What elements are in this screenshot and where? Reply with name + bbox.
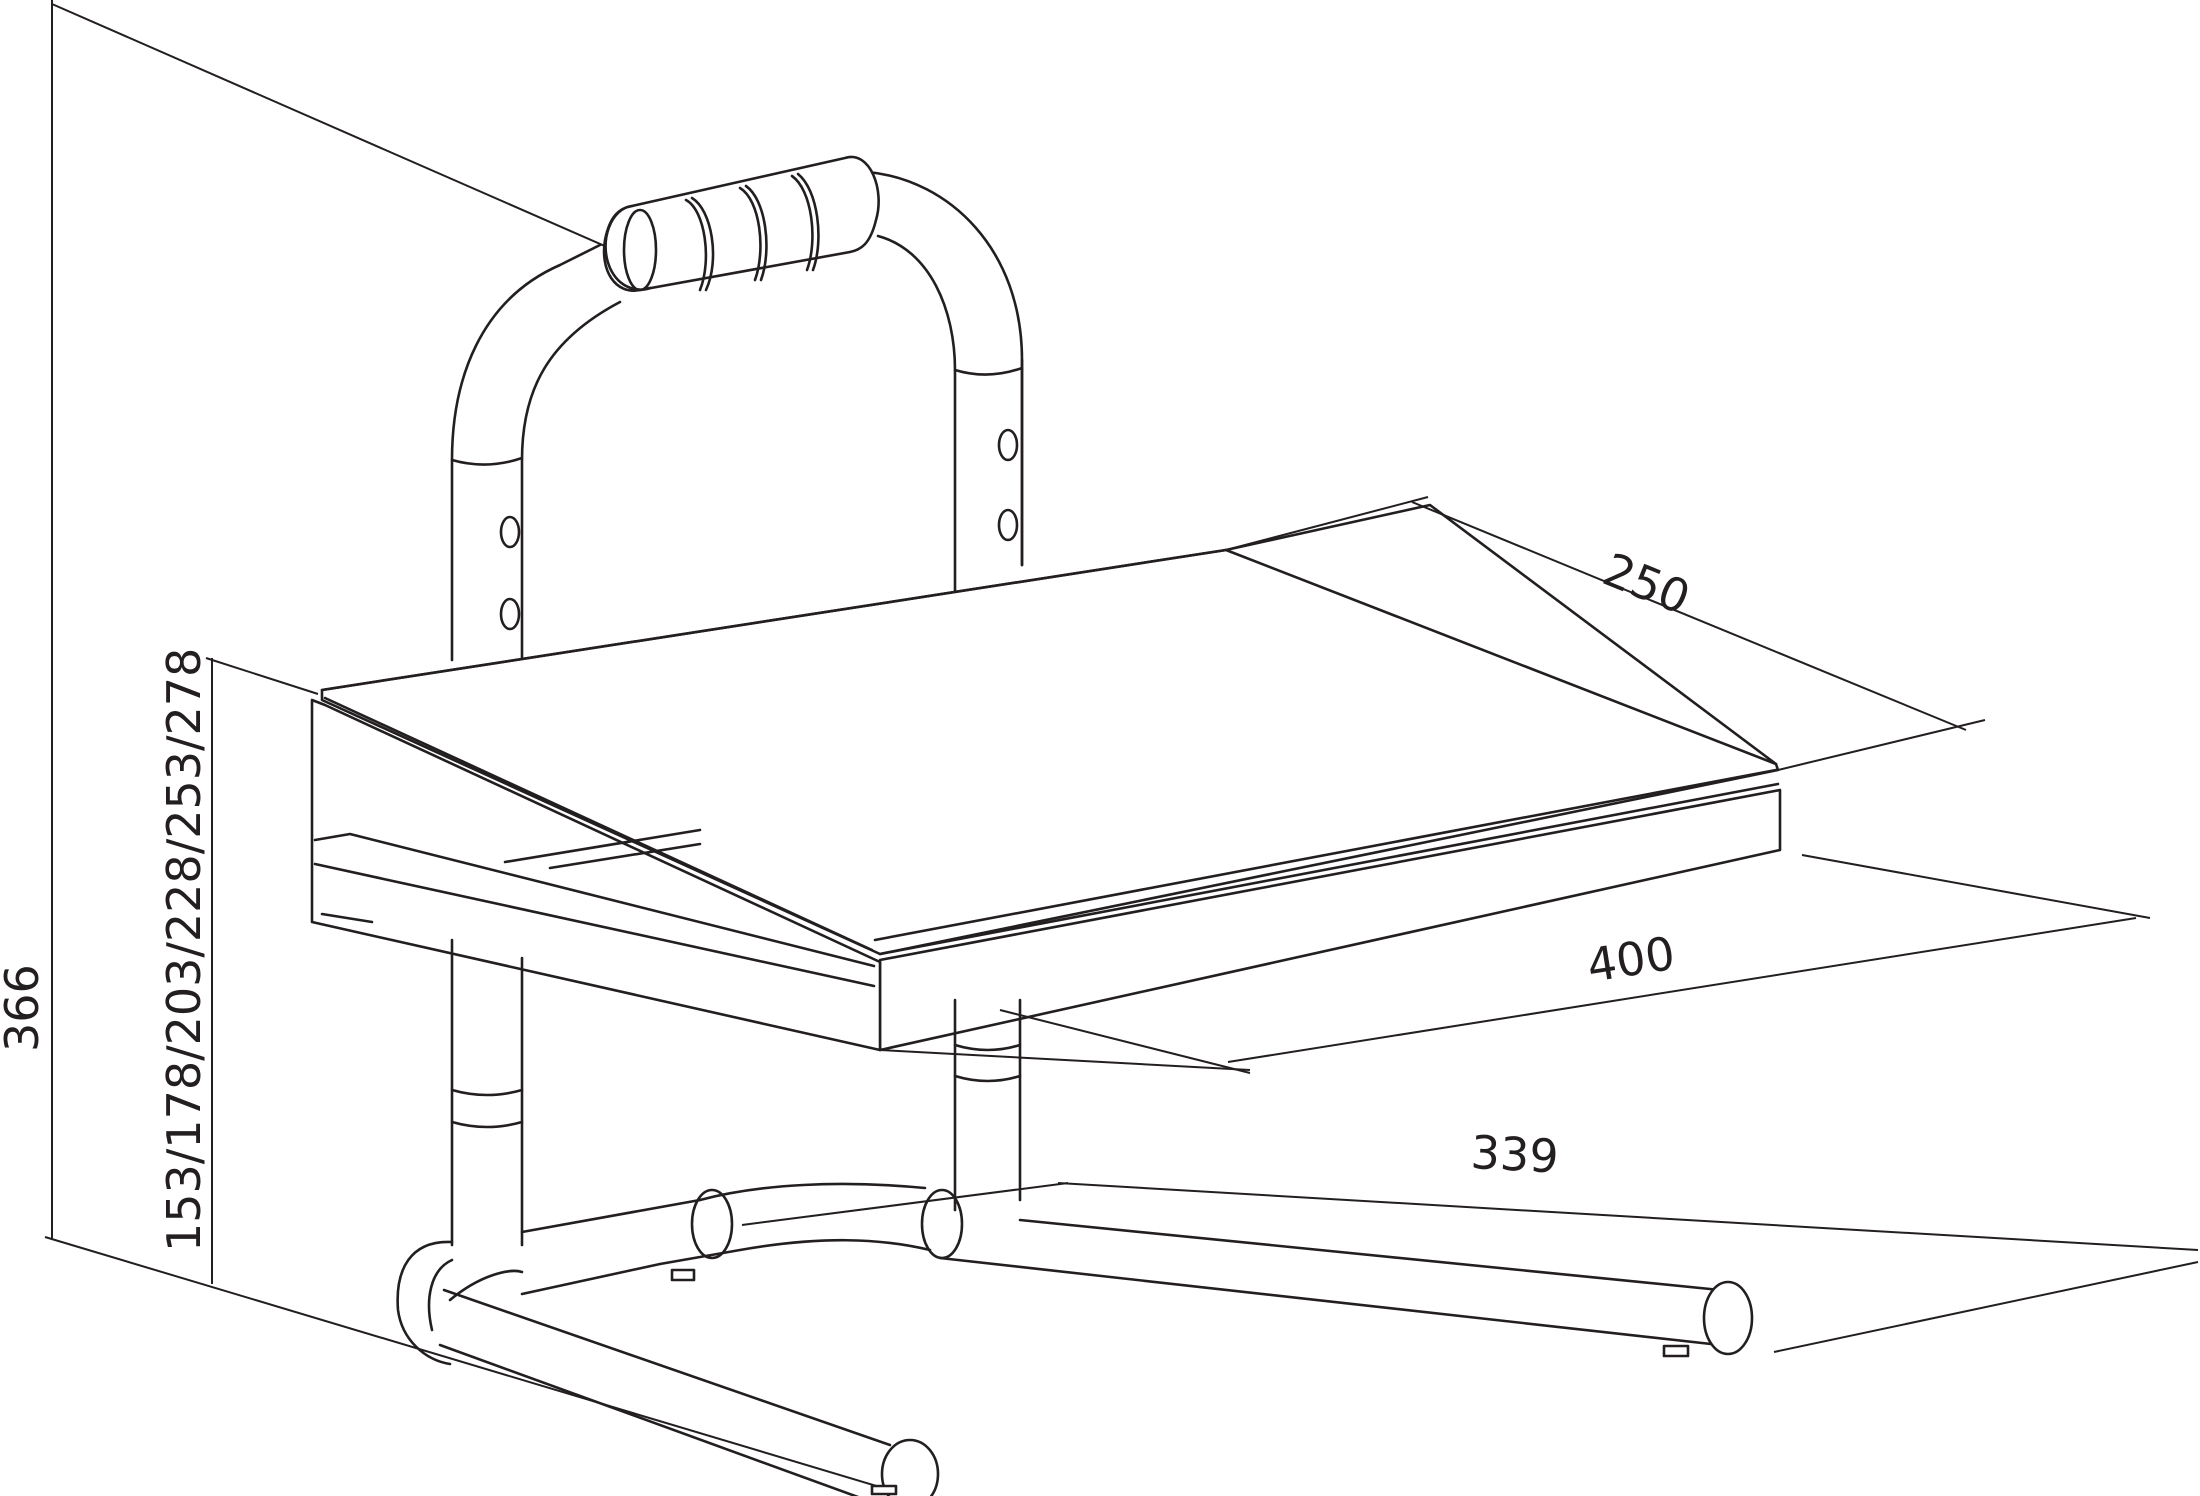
handle-grip [602,155,880,292]
dimension-label-platform-heights: 153/178/203/228/253/278 [157,648,211,1252]
adjustment-hole [997,428,1019,462]
dimension-total-height: 366 [0,0,891,1491]
telescoping-legs [450,938,1022,1247]
adjustment-hole [499,515,521,549]
dimension-label-339: 339 [1469,1125,1560,1184]
platform [310,503,1782,1052]
dimension-platform-height: 153/178/203/228/253/278 [157,648,319,1284]
handle-frame [450,170,1024,857]
foot-pad [1662,1344,1690,1358]
adjustment-hole [997,508,1019,542]
adjustment-hole [499,597,521,631]
dimension-base-width: 339 [741,1125,2199,1353]
foot-pad [870,1484,898,1496]
base-frame [396,1182,1754,1496]
base-rod-end-right [1702,1280,1754,1356]
base-rod-end-left [880,1438,940,1496]
foot-pad [670,1268,696,1282]
dimension-label-400: 400 [1583,926,1678,993]
dimension-label-366: 366 [0,964,49,1052]
dimension-label-250: 250 [1596,542,1698,625]
